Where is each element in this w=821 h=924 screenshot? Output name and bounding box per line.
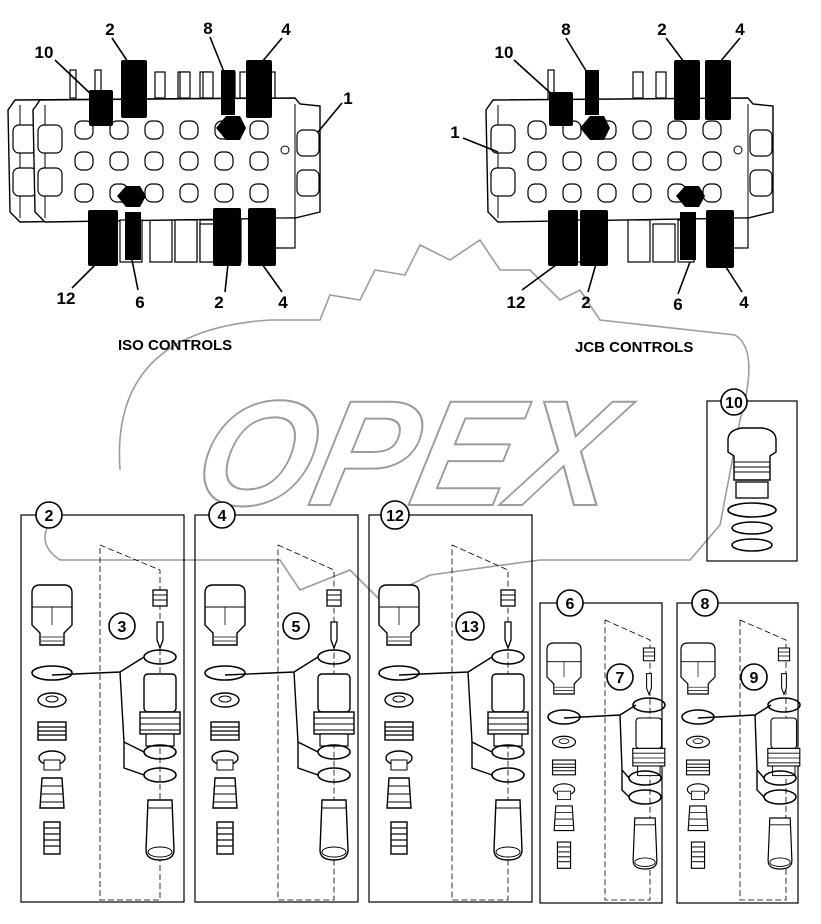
label-4: 4	[739, 293, 749, 312]
jcb-cartridges	[548, 60, 734, 268]
label-12: 12	[57, 289, 76, 308]
panel-2-label: 2	[45, 508, 54, 525]
label-1: 1	[343, 89, 352, 108]
label-2: 2	[657, 20, 666, 39]
jcb-controls-caption: JCB CONTROLS	[575, 339, 693, 356]
panel-4-seal-label: 5	[292, 619, 301, 636]
label-12: 12	[507, 293, 526, 312]
detail-panel-6: 6 7	[539, 589, 666, 904]
label-2: 2	[105, 20, 114, 39]
iso-controls-caption: ISO CONTROLS	[118, 337, 232, 354]
panel-6-label: 6	[566, 596, 575, 613]
detail-panel-4: 4 5	[194, 501, 359, 903]
label-2: 2	[581, 293, 590, 312]
opex-watermark: OPEX	[44, 238, 750, 601]
panel-8-label: 8	[701, 596, 710, 613]
label-10: 10	[35, 43, 54, 62]
detail-panel-10: 10	[706, 388, 798, 562]
label-1: 1	[450, 123, 459, 142]
label-4: 4	[278, 293, 288, 312]
panel-4-label: 4	[218, 508, 227, 525]
label-6: 6	[135, 293, 144, 312]
panel-10-label: 10	[725, 395, 743, 412]
panel-8-seal-label: 9	[750, 670, 759, 687]
label-6: 6	[673, 295, 682, 314]
detail-panel-2: 2 3	[20, 501, 185, 903]
detail-panel-12: 12 13	[368, 500, 533, 903]
label-4: 4	[735, 20, 745, 39]
label-10: 10	[495, 43, 514, 62]
label-4: 4	[281, 20, 291, 39]
label-8: 8	[203, 19, 212, 38]
panel-6-seal-label: 7	[616, 670, 625, 687]
detail-panel-8: 8 9	[676, 589, 801, 904]
panel-12-seal-label: 13	[461, 619, 479, 636]
panel-12-label: 12	[386, 508, 404, 525]
label-8: 8	[561, 20, 570, 39]
panel-2-seal-label: 3	[118, 619, 127, 636]
watermark-text: OPEX	[182, 371, 642, 538]
label-2: 2	[214, 293, 223, 312]
iso-cartridges	[88, 60, 276, 266]
jcb-valve-assembly: 10 8 2 4 1 12 2 6 4 JCB CONTROLS	[450, 20, 774, 356]
iso-valve-assembly: 10 2 8 4 1 12 6 2 4 ISO CONTROLS	[7, 19, 353, 354]
